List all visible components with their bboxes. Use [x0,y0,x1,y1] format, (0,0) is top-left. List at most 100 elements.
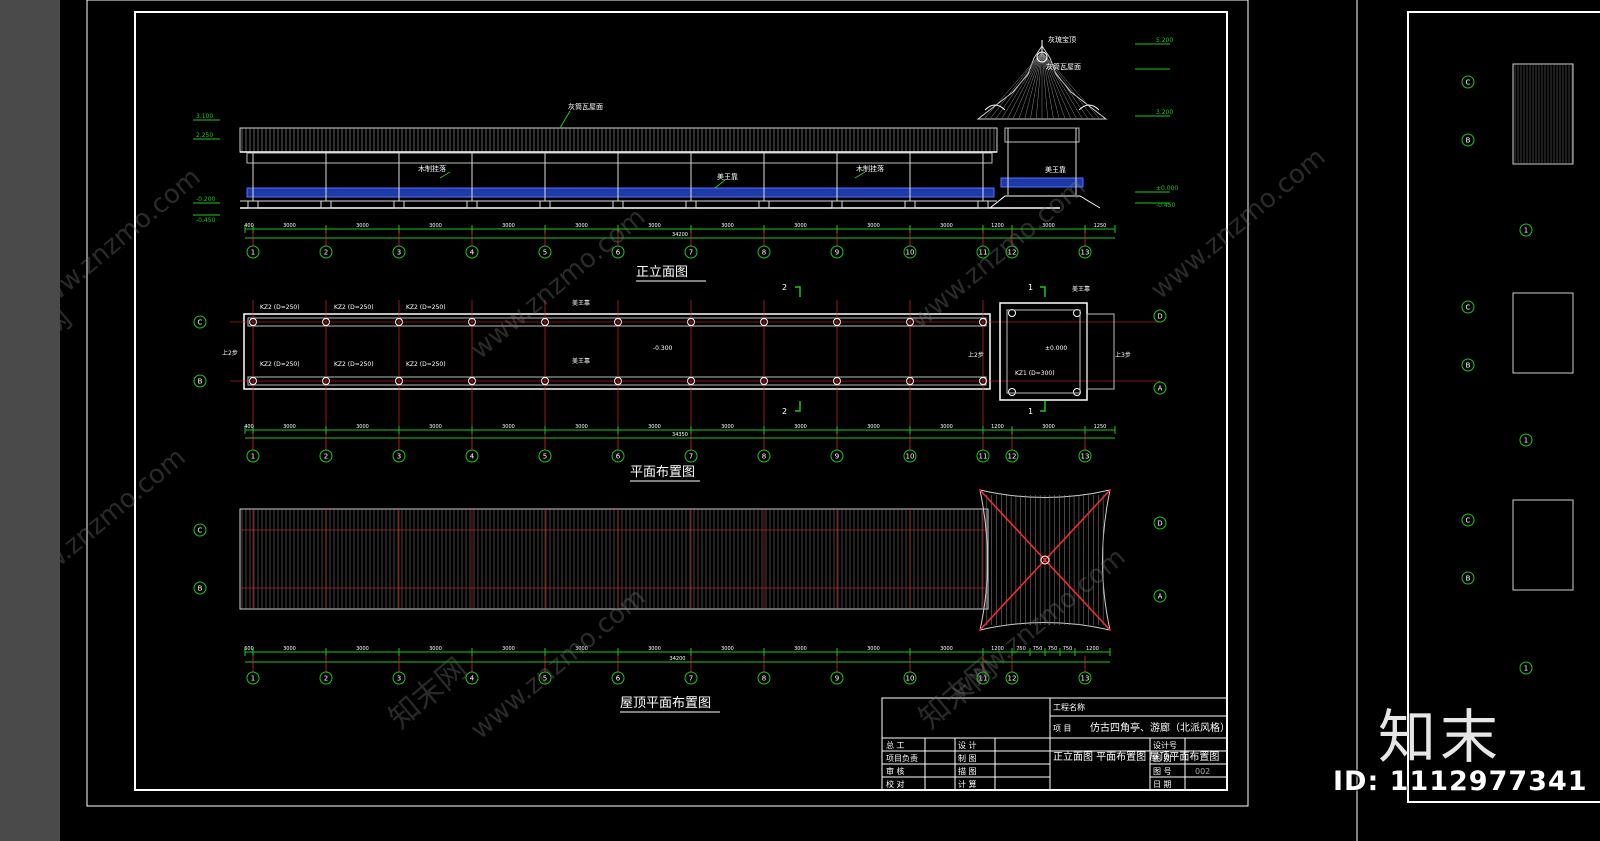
elev-5200: 5.200 [1156,37,1173,44]
front-elevation: 3.100 2.250 -0.200 -0.450 5.200 3.200 ±0… [193,35,1178,282]
elev-dim-13: 1250 [1094,223,1107,229]
section-1-top: 1 [1028,283,1033,292]
tb-role-7: 描 图 [958,766,977,776]
roof-dim-14: 750 [1048,646,1058,652]
elev-dim-1: 3000 [283,223,296,229]
plan-axis-10: 10 [906,453,915,461]
roof-axis-6: 6 [616,675,621,683]
plan-dim-0: 400 [244,424,254,430]
plan-pav-col-0 [1008,309,1016,317]
tb-role-3: 审 核 [886,766,905,776]
plan-col-label-1: KZ2 (D=250) [260,304,300,311]
plan-axis-4: 4 [470,453,475,461]
cad-canvas[interactable]: 3.100 2.250 -0.200 -0.450 5.200 3.200 ±0… [60,0,1600,841]
elev-dim-8: 3000 [794,223,807,229]
roof-axis-8: 8 [762,675,766,683]
sheet2-row-5: B [1466,575,1471,583]
roof-dim-3: 3000 [429,646,442,652]
plan-row-B: B [198,378,203,386]
tb-project-label: 项 目 [1053,724,1072,733]
tb-field-2: 图 别 [1153,754,1172,763]
tb-role-8: 计 算 [958,779,977,789]
title-elevation: 正立面图 [636,265,688,280]
plan-axis-13: 13 [1081,453,1090,461]
plan-col-label-4: KZ2 (D=250) [260,361,300,368]
plan-dim-1: 3000 [283,424,296,430]
note-roof: 灰筒瓦屋面 [568,102,603,111]
plan-axis-2: 2 [324,453,328,461]
wm-site-2: www.znzmo.com [60,442,192,605]
wm-cn-3: 知末网 [913,651,1004,736]
elev-axis-12: 12 [1008,249,1017,257]
plan-row-D: D [1157,313,1162,321]
plan-step-mid: 上2步 [968,351,984,359]
plan-dim-11: 1200 [991,424,1004,430]
plan-axis-3: 3 [397,453,401,461]
plan-pav-col-1 [1073,309,1081,317]
watermark-logo: 知末 [1378,703,1503,771]
watermark-id: ID: 1112977341 [1333,766,1588,797]
elev-axis-3: 3 [397,249,401,257]
tb-role-2: 项目负责 [886,753,918,763]
tb-role-4: 校 对 [886,779,905,789]
plan-dim-3: 3000 [429,424,442,430]
tb-field-3: 图 号 [1153,767,1172,776]
section-1-bottom: 1 [1028,407,1033,416]
plan-dim-7: 3000 [721,424,734,430]
roof-dim-total: 34200 [670,656,686,662]
elev-3200: 3.200 [1156,109,1173,116]
plan-row-A: A [1158,385,1163,393]
plan-col-label-5: KZ2 (D=250) [334,361,374,368]
wm-site-6: www.znzmo.com [465,582,651,745]
elev-dim-total: 34200 [672,232,688,238]
roof-axis-1: 1 [251,675,255,683]
elev-n0450: -0.450 [196,217,216,224]
elev-dim-12: 3000 [1042,223,1055,229]
roof-dim-13: 750 [1033,646,1043,652]
roof-axis-4: 4 [470,675,475,683]
plan-dim-8: 3000 [794,424,807,430]
elev-axis-8: 8 [762,249,766,257]
elev-n0450-right: -0.450 [1156,202,1176,209]
elev-3100: 3.100 [196,113,213,120]
elev-axis-1: 1 [251,249,255,257]
tb-role-6: 制 图 [958,753,977,763]
plan-rail-label-2: 美王靠 [572,357,590,365]
second-sheet-border [1407,11,1600,803]
roof-dim-12: 750 [1016,646,1026,652]
elev-dim-7: 3000 [721,223,734,229]
left-panel [0,0,60,841]
elev-axis-5: 5 [543,249,547,257]
elev-dim-11: 1200 [991,223,1004,229]
tb-sheet-title: 正立面图 平面布置图 屋顶平面布置图 [1053,750,1219,763]
roof-axis-12: 12 [1008,675,1017,683]
elev-axis-11: 11 [979,249,988,257]
outer-border [86,0,1249,807]
sheet2-row-3: B [1466,362,1471,370]
wm-site-1: www.znzmo.com [60,162,207,325]
elev-axis-9: 9 [835,249,839,257]
plan-dim-total: 34350 [672,432,688,438]
railing-band [246,187,995,198]
roof-axis-7: 7 [689,675,693,683]
elev-dim-6: 3000 [648,223,661,229]
title-roof: 屋顶平面布置图 [620,696,711,711]
note-rail: 美王靠 [717,172,738,181]
tb-field-4: 日 期 [1153,780,1172,789]
plan-level: -0.300 [653,345,673,352]
roof-axis-5: 5 [543,675,547,683]
plan-step-left: 上2步 [222,349,238,357]
elev-dim-3: 3000 [429,223,442,229]
roof-dim-4: 3000 [502,646,515,652]
roof-row-B: B [198,585,203,593]
plan-axis-6: 6 [616,453,621,461]
wm-site-5: www.znzmo.com [1145,142,1331,305]
second-sheet [1512,63,1574,591]
sheet2-row-2: C [1466,304,1471,312]
roof-dim-6: 3000 [648,646,661,652]
tb-role-5: 设 计 [958,740,977,750]
wm-cn-2: 知末网 [383,651,474,736]
tb-sheet-no: 002 [1195,767,1210,776]
plan-axis-9: 9 [835,453,839,461]
roof-axis-13: 13 [1081,675,1090,683]
